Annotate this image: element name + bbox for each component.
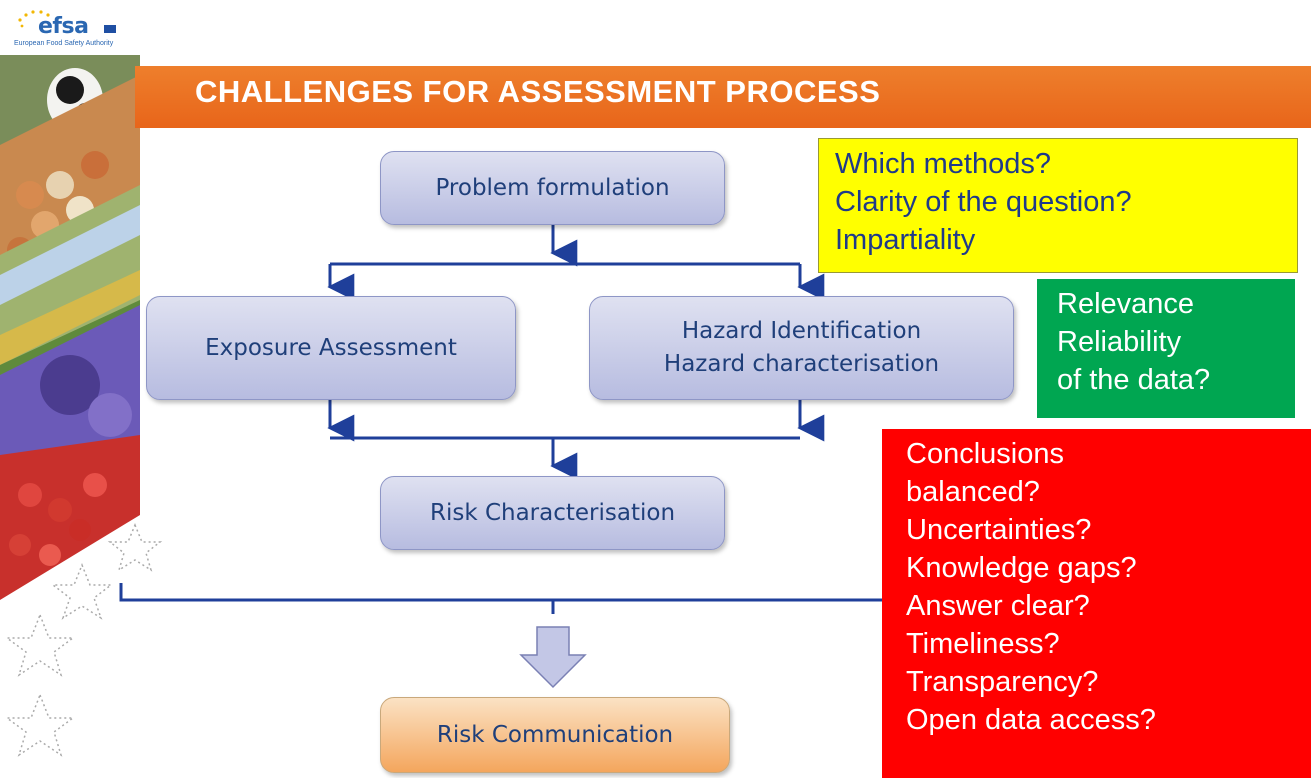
callout-line: Knowledge gaps? bbox=[906, 552, 1137, 584]
logo-wordmark: efsa bbox=[38, 14, 89, 39]
dotted-stars-decoration bbox=[4, 523, 163, 757]
page-title: CHALLENGES FOR ASSESSMENT PROCESS bbox=[195, 74, 881, 109]
callout-line: Which methods? bbox=[835, 148, 1051, 180]
callout-line: Answer clear? bbox=[906, 590, 1090, 622]
block-arrow-down-icon bbox=[519, 626, 587, 689]
logo-subtitle: European Food Safety Authority bbox=[14, 40, 114, 47]
decorative-photo-strip bbox=[0, 55, 140, 600]
callout-line: Relevance bbox=[1057, 288, 1195, 320]
conclusions-callout: Conclusions balanced? Uncertainties? Kno… bbox=[882, 429, 1311, 778]
risk-characterisation-box: Risk Characterisation bbox=[380, 476, 725, 550]
problem-formulation-box: Problem formulation bbox=[380, 151, 725, 225]
callout-line: of the data? bbox=[1057, 364, 1211, 396]
stars-icon bbox=[18, 10, 50, 28]
risk-characterisation-label: Risk Characterisation bbox=[429, 499, 676, 526]
callout-line: Clarity of the question? bbox=[835, 186, 1132, 218]
callout-line: Uncertainties? bbox=[906, 514, 1092, 546]
callout-line: Impartiality bbox=[835, 224, 976, 256]
bracket-line bbox=[119, 583, 882, 602]
exposure-assessment-box: Exposure Assessment bbox=[146, 296, 516, 400]
title-banner bbox=[135, 66, 1311, 128]
risk-communication-label: Risk Communication bbox=[436, 721, 674, 748]
callout-line: Transparency? bbox=[906, 666, 1099, 698]
callout-line: Conclusions bbox=[906, 438, 1064, 470]
callout-line: Timeliness? bbox=[906, 628, 1060, 660]
risk-communication-box: Risk Communication bbox=[380, 697, 730, 773]
problem-formulation-label: Problem formulation bbox=[435, 174, 670, 201]
callout-line: balanced? bbox=[906, 476, 1040, 508]
callout-line: Reliability bbox=[1057, 326, 1182, 358]
efsa-logo bbox=[14, 6, 154, 50]
data-quality-callout: Relevance Reliability of the data? bbox=[1037, 279, 1295, 418]
strawberries-photo bbox=[0, 435, 140, 600]
callout-line: Open data access? bbox=[906, 704, 1156, 736]
eu-flag-icon bbox=[104, 25, 116, 33]
hazard-label: Hazard Identification Hazard characteris… bbox=[663, 318, 940, 377]
exposure-assessment-label: Exposure Assessment bbox=[205, 334, 457, 361]
methods-callout: Which methods? Clarity of the question? … bbox=[818, 138, 1298, 273]
hazard-box: Hazard Identification Hazard characteris… bbox=[589, 296, 1014, 400]
